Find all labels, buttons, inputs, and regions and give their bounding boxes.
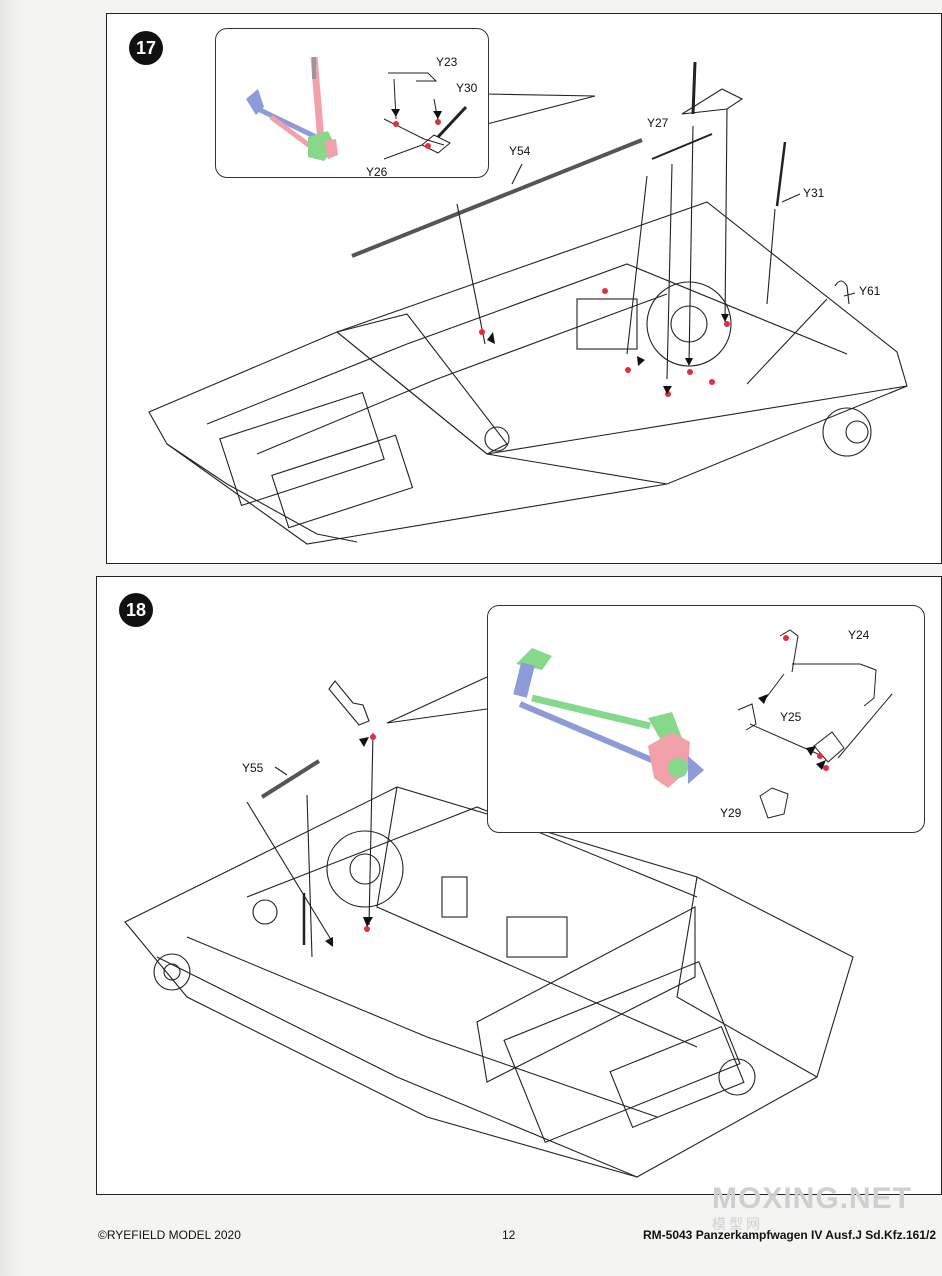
kit-title: RM-5043 Panzerkampfwagen IV Ausf.J Sd.Kf… (643, 1228, 936, 1242)
step-17-detail-inset: Y23 Y30 Y26 (215, 28, 489, 178)
watermark-text: MOXING.NET (712, 1182, 913, 1215)
step-18-panel: 18 (96, 576, 942, 1195)
linkage-detail-drawing (513, 629, 893, 819)
part-label-y23: Y23 (436, 55, 458, 69)
part-label-y24: Y24 (848, 628, 870, 642)
part-label-y55: Y55 (242, 761, 264, 775)
part-label-y27: Y27 (647, 116, 669, 130)
step-17-panel: 17 (106, 13, 942, 564)
part-label-y26: Y26 (366, 165, 388, 178)
watermark-subtext: 模型网 (712, 1216, 763, 1232)
part-label-y29: Y29 (720, 806, 742, 820)
step-number-badge: 18 (119, 593, 153, 627)
page-edge-shadow (0, 0, 22, 1276)
step-number-badge: 17 (129, 31, 163, 65)
step-17-hull-drawing (148, 61, 908, 545)
part-label-y31: Y31 (803, 186, 825, 200)
page-number: 12 (502, 1228, 516, 1242)
part-label-y61: Y61 (859, 284, 881, 298)
part-label-y54: Y54 (509, 144, 531, 158)
step-18-detail-inset: Y24 Y25 Y29 (487, 605, 925, 833)
part-label-y30: Y30 (456, 81, 478, 95)
part-label-y25: Y25 (780, 710, 802, 724)
lever-detail-drawing (246, 56, 468, 161)
copyright-text: ©RYEFIELD MODEL 2020 (98, 1228, 241, 1242)
